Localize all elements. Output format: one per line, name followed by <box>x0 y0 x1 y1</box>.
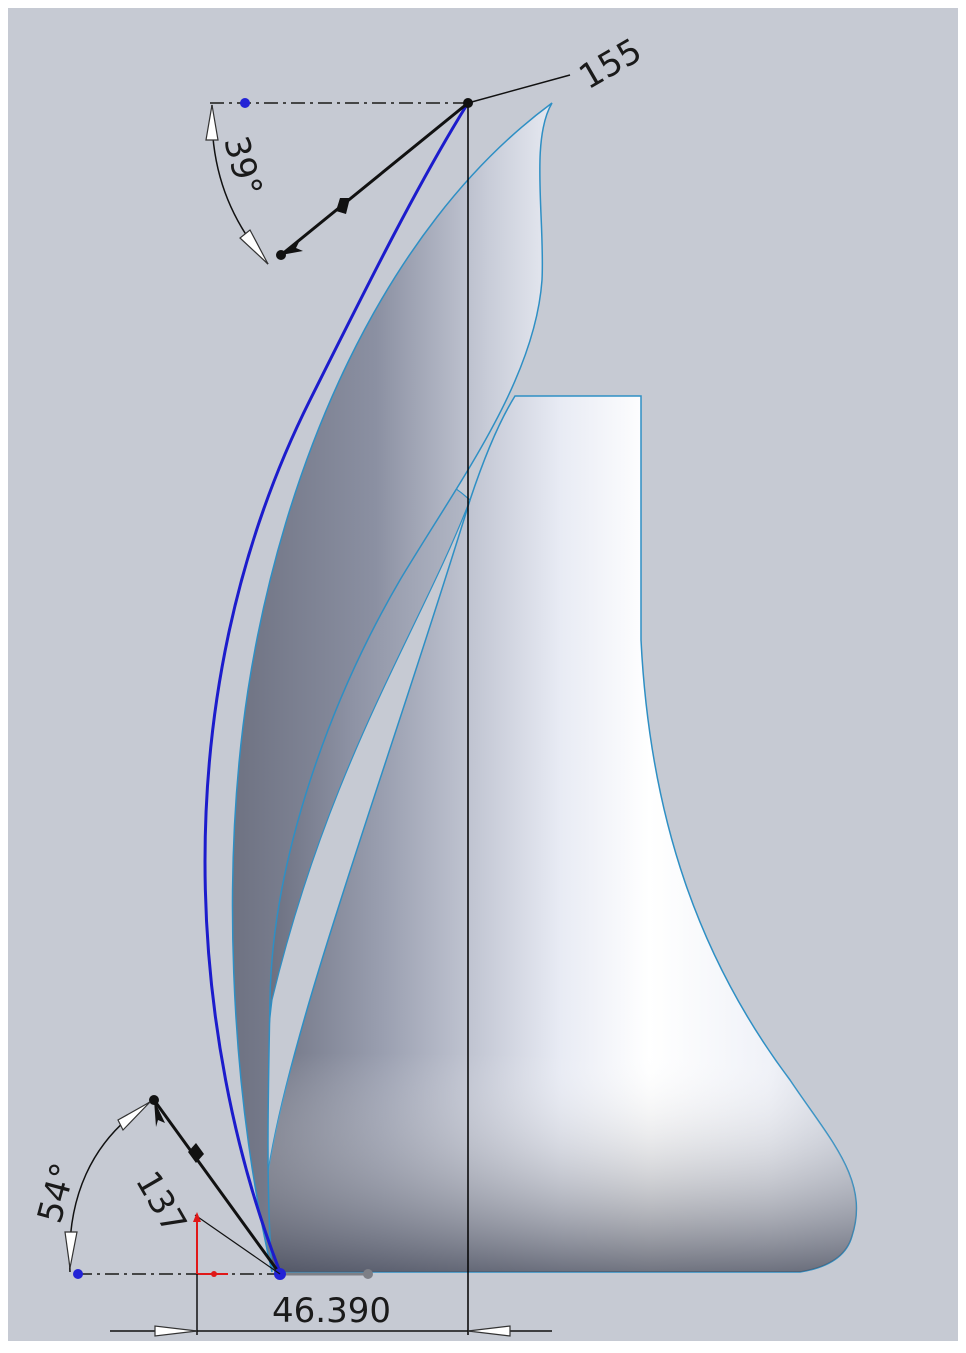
bottom-handle-diamond[interactable] <box>188 1143 204 1163</box>
bottom-centerline-point[interactable] <box>73 1269 83 1279</box>
distance-arrow-left <box>154 1325 198 1337</box>
top-handle-endpoint[interactable] <box>276 250 286 260</box>
top-tangent-handle[interactable] <box>280 101 469 257</box>
leaf-upper-surface[interactable] <box>231 102 553 1273</box>
top-handle-diamond[interactable] <box>336 198 350 214</box>
bottom-angle-arrow-start <box>117 1101 151 1132</box>
bottom-handle-endpoint[interactable] <box>149 1095 159 1105</box>
distance-dimension[interactable]: 46.390 <box>272 1291 391 1331</box>
bottom-tangent-handle[interactable] <box>152 1099 282 1275</box>
flask-base-shadow <box>264 396 857 1272</box>
bottom-handle-arrow <box>154 1100 165 1127</box>
bottom-radius-leader <box>194 1214 281 1275</box>
sketch-spline[interactable] <box>203 102 470 1273</box>
origin-marker <box>193 1212 228 1277</box>
top-angle-arrow-end <box>239 229 269 265</box>
top-centerline-point[interactable] <box>240 98 250 108</box>
distance-arrow-right <box>467 1325 511 1337</box>
top-handle-arrow <box>281 240 303 255</box>
baseline-gray-point[interactable] <box>363 1269 373 1279</box>
top-radius-leader <box>467 74 571 104</box>
top-angle-arrow-start <box>205 104 219 141</box>
bottom-angle-arrow-end <box>64 1231 78 1269</box>
